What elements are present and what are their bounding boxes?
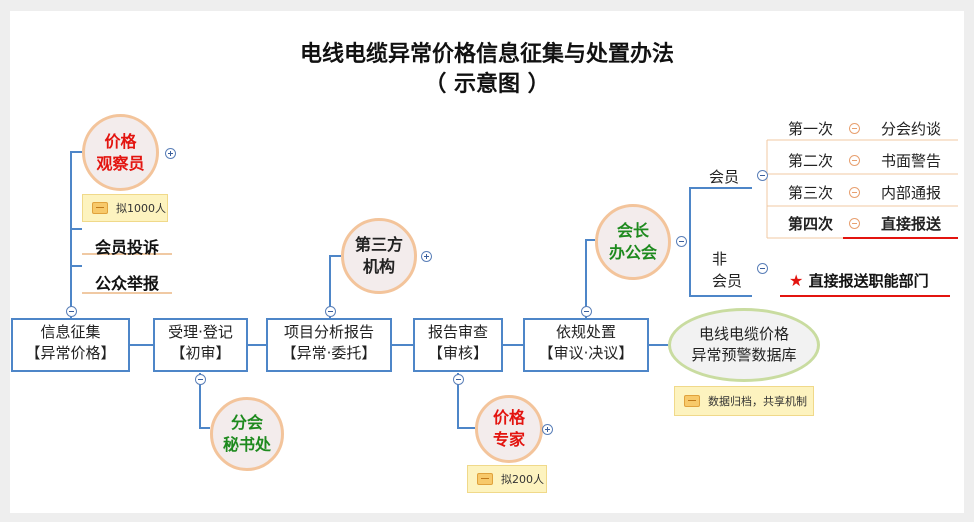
public-report-label: 公众举报 — [95, 274, 160, 293]
price-observer-node[interactable]: 价格 观察员 — [82, 114, 159, 191]
president-office-node[interactable]: 会长 办公会 — [595, 204, 671, 280]
database-line1: 电线电缆价格 — [698, 325, 789, 343]
member-label: 会员 — [709, 168, 740, 186]
observer-line1: 价格 — [104, 131, 137, 151]
stage-line1: 项目分析报告 — [283, 323, 374, 341]
stage-line1: 报告审查 — [427, 323, 488, 341]
step-order: 第四次 — [788, 215, 834, 233]
non-member-action-text: 直接报送职能部门 — [808, 272, 929, 290]
observer-note: 拟1000人 — [82, 194, 168, 222]
collapse-icon[interactable] — [66, 306, 77, 317]
step-action: 分会约谈 — [881, 120, 942, 138]
step-order: 第二次 — [788, 152, 834, 170]
stage-line2: 【审核】 — [427, 344, 488, 362]
step-order: 第三次 — [788, 184, 834, 202]
stage-line2: 【初审】 — [170, 344, 231, 362]
expand-icon[interactable] — [542, 424, 553, 435]
diagram-title: 电线电缆异常价格信息征集与处置办法 — [299, 42, 674, 67]
stage-line2: 【异常价格】 — [25, 344, 116, 362]
expand-icon[interactable] — [421, 251, 432, 262]
third-party-line1: 第三方 — [354, 235, 403, 254]
step-action: 直接报送 — [881, 215, 942, 233]
collapse-icon[interactable] — [757, 170, 768, 181]
note-icon — [92, 202, 108, 214]
non-member-action: ★ 直接报送职能部门 — [789, 270, 929, 291]
office-line1: 会长 — [616, 221, 649, 240]
secretariat-node[interactable]: 分会 秘书处 — [210, 397, 284, 471]
stage-line2: 【异常·委托】 — [281, 344, 377, 362]
collapse-icon[interactable] — [849, 218, 860, 229]
note-icon — [477, 473, 493, 485]
stage-report-review[interactable]: 报告审查 【审核】 — [413, 318, 503, 372]
step-action: 内部通报 — [881, 184, 942, 202]
collapse-icon[interactable] — [849, 123, 860, 134]
stage-line1: 受理·登记 — [168, 323, 233, 341]
third-party-line2: 机构 — [362, 257, 395, 276]
collapse-icon[interactable] — [581, 306, 592, 317]
non-member-label-line1: 非 — [712, 250, 728, 268]
secretariat-line1: 分会 — [230, 413, 263, 432]
observer-line2: 观察员 — [96, 153, 145, 173]
step-action: 书面警告 — [881, 152, 942, 170]
diagram-subtitle: （ 示意图 ） — [424, 72, 550, 97]
stage-acceptance[interactable]: 受理·登记 【初审】 — [153, 318, 248, 372]
price-expert-node[interactable]: 价格 专家 — [475, 395, 543, 463]
database-note: 数据归档，共享机制 — [674, 386, 814, 416]
collapse-icon[interactable] — [195, 374, 206, 385]
stage-project-analysis[interactable]: 项目分析报告 【异常·委托】 — [266, 318, 392, 372]
collapse-icon[interactable] — [453, 374, 464, 385]
warning-database[interactable]: 电线电缆价格 异常预警数据库 — [668, 308, 820, 382]
stage-line2: 【审议·决议】 — [538, 344, 634, 362]
office-line2: 办公会 — [608, 243, 657, 262]
expert-note: 拟200人 — [467, 465, 547, 493]
observer-note-text: 拟1000人 — [116, 202, 166, 215]
collapse-icon[interactable] — [849, 187, 860, 198]
step-order: 第一次 — [788, 120, 834, 138]
collapse-icon[interactable] — [757, 263, 768, 274]
database-line2: 异常预警数据库 — [691, 346, 797, 364]
expert-note-text: 拟200人 — [501, 473, 544, 486]
database-note-text: 数据归档，共享机制 — [708, 395, 807, 408]
third-party-node[interactable]: 第三方 机构 — [341, 218, 417, 294]
non-member-label-line2: 会员 — [712, 272, 743, 290]
collapse-icon[interactable] — [325, 306, 336, 317]
member-complaint-label: 会员投诉 — [95, 238, 160, 257]
secretariat-line2: 秘书处 — [222, 435, 271, 454]
expert-line1: 价格 — [492, 408, 525, 427]
collapse-icon[interactable] — [849, 155, 860, 166]
expert-line2: 专家 — [492, 430, 525, 449]
stage-line1: 信息征集 — [40, 323, 101, 341]
stage-disposal[interactable]: 依规处置 【审议·决议】 — [523, 318, 649, 372]
stage-line1: 依规处置 — [555, 323, 616, 341]
star-icon: ★ — [789, 271, 804, 290]
collapse-icon[interactable] — [676, 236, 687, 247]
note-icon — [684, 395, 700, 407]
expand-icon[interactable] — [165, 148, 176, 159]
stage-info-collection[interactable]: 信息征集 【异常价格】 — [11, 318, 130, 372]
